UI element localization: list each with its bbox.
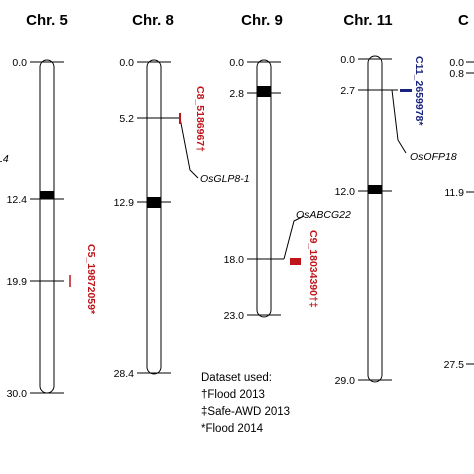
gene-leader-c8 (179, 117, 199, 179)
dataset-legend: Dataset used: †Flood 2013 ‡Safe-AWD 2013… (201, 372, 290, 435)
chromosome-5-pos-3: 30.0 (7, 388, 28, 400)
marker-label-c11: C11_2659978* (413, 56, 425, 126)
chromosome-9-band (257, 86, 271, 97)
gene-label-c5: L4 (0, 153, 9, 165)
chromosome-11-bar (367, 55, 383, 383)
chromosome-5-bar (39, 59, 55, 394)
chromosome-8-pos-3: 28.4 (114, 368, 135, 380)
gene-label-c9: OsABCG22 (296, 209, 351, 221)
chromosome-9: Chr. 9 0.0 2.8 18.0 23.0 OsABCG22 C9_180… (224, 12, 351, 322)
marker-label-c9: C9_18034390†‡ (307, 230, 319, 308)
gene-leader-c11 (391, 89, 407, 154)
gene-leader-c9 (283, 215, 305, 260)
chromosome-11-band (368, 185, 382, 194)
chromosome-8-title: Chr. 8 (132, 12, 174, 29)
chromosome-8-bar (146, 59, 162, 375)
gene-label-c8: OsGLP8-1 (200, 173, 250, 185)
chromosome-8-pos-0: 0.0 (119, 57, 134, 69)
marker-bar-c9 (290, 258, 301, 265)
chromosome-9-pos-0: 0.0 (229, 57, 244, 69)
chromosome-5-pos-1: 12.4 (7, 194, 28, 206)
chromosome-11-pos-0: 0.0 (340, 54, 355, 66)
legend-item-flood-2014: *Flood 2014 (201, 423, 264, 435)
legend-item-safe-awd-2013: ‡Safe-AWD 2013 (201, 406, 290, 418)
chromosome-5-pos-0: 0.0 (12, 57, 27, 69)
legend-title: Dataset used: (201, 372, 272, 384)
marker-bar-c11 (400, 89, 412, 92)
chromosome-11-pos-1: 2.7 (340, 85, 355, 97)
chromosome-12-pos-1: 0.8 (449, 68, 464, 80)
chromosome-9-pos-2: 18.0 (224, 254, 245, 266)
chromosome-5: Chr. 5 0.0 12.4 19.9 30.0 L4 C5_19872059… (0, 12, 97, 400)
chromosome-11: Chr. 11 0.0 2.7 12.0 29.0 OsOFP18 C11_26… (335, 12, 457, 387)
marker-label-c5: C5_19872059* (85, 244, 97, 315)
chromosome-12-title: C (458, 12, 469, 29)
gene-label-c11: OsOFP18 (410, 151, 457, 163)
chromosome-9-title: Chr. 9 (241, 12, 283, 29)
chromosome-11-pos-3: 29.0 (335, 375, 356, 387)
marker-label-c8: C8_5186967† (194, 86, 206, 152)
chromosome-12-pos-3: 27.5 (444, 359, 465, 371)
chromosome-8: Chr. 8 0.0 5.2 12.9 28.4 OsGLP8-1 C8_518… (114, 12, 250, 380)
chromosome-5-band (40, 191, 54, 199)
chromosome-5-pos-2: 19.9 (7, 276, 28, 288)
chromosome-9-bar (256, 59, 272, 318)
legend-item-flood-2013: †Flood 2013 (201, 389, 265, 401)
chromosome-12-pos-0: 0.0 (449, 57, 464, 69)
chromosome-5-title: Chr. 5 (26, 12, 68, 29)
chromosome-12-partial: C 0.0 0.8 11.9 27.5 (444, 12, 474, 371)
chromosome-8-pos-2: 12.9 (114, 197, 135, 209)
chromosome-12-pos-2: 11.9 (444, 187, 464, 199)
chromosome-8-pos-1: 5.2 (119, 113, 134, 125)
chromosome-11-title: Chr. 11 (343, 12, 392, 29)
chromosome-9-pos-1: 2.8 (229, 88, 244, 100)
chromosome-11-pos-2: 12.0 (335, 186, 356, 198)
chromosome-9-pos-3: 23.0 (224, 310, 245, 322)
